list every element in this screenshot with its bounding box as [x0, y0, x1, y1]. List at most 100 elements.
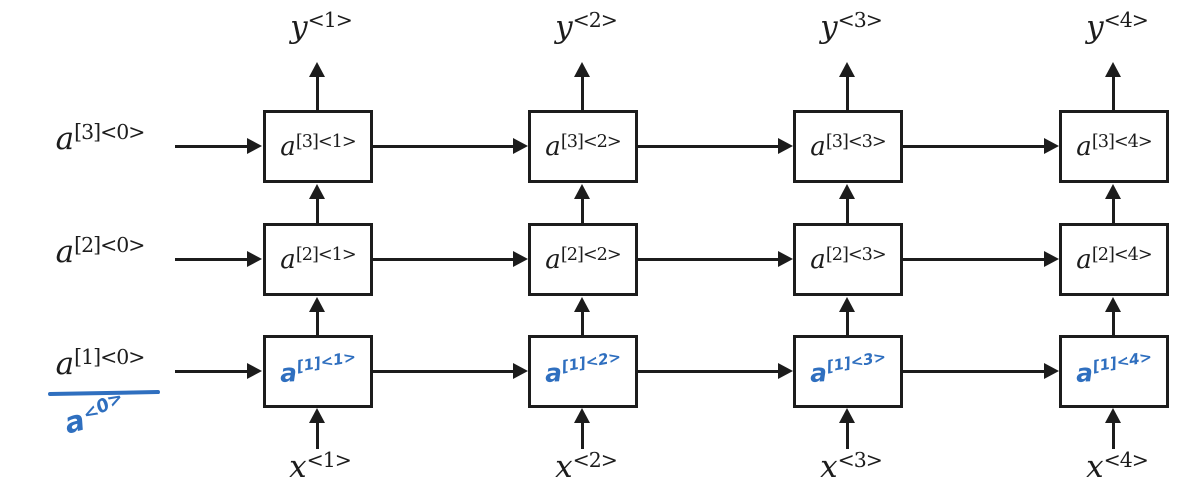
arrow-l1-t3-t4-head — [1044, 363, 1059, 379]
output-label-y2-sup: <2> — [572, 7, 618, 32]
input-label-x3-base: x — [820, 449, 838, 485]
arrow-l2-t3-t4-head — [1044, 251, 1059, 267]
cell-l2-t3-sup: [2]<3> — [825, 244, 887, 265]
cell-l3-t2-base: a — [545, 131, 561, 162]
output-label-y3: y<3> — [820, 9, 883, 45]
arrow-initial-l3-head — [247, 138, 262, 154]
cell-l1-t1-base: a — [278, 358, 298, 388]
arrow-t4-l1-l2-line — [1112, 310, 1115, 336]
arrow-l1-t1-t2-head — [513, 363, 528, 379]
cell-l1-t2-base: a — [543, 358, 563, 388]
arrow-l3-t1-t2-line — [371, 145, 514, 148]
cell-l3-t1-base: a — [280, 131, 296, 162]
cell-l2-t3-base: a — [810, 244, 826, 275]
arrow-l1-t1-t2-line — [371, 370, 514, 373]
arrow-l2-t1-t2-head — [513, 251, 528, 267]
arrow-t1-l1-l2-head — [309, 297, 325, 312]
cell-l3-t4-base: a — [1076, 131, 1092, 162]
initial-state-label-a2: a[2]<0> — [38, 235, 162, 268]
input-label-x3-sup: <3> — [837, 447, 883, 472]
cell-l1-t4-sup: [1]<4> — [1090, 347, 1153, 376]
arrow-t3-l2-l3-head — [839, 184, 855, 199]
initial-state-label-a1: a[1]<0> — [38, 346, 162, 382]
handwritten-annotation-a0: a<0> — [61, 387, 130, 441]
input-label-x2-base: x — [555, 449, 573, 485]
arrow-t2-l1-l2-line — [581, 310, 584, 336]
output-label-y1: y<1> — [290, 10, 353, 43]
arrow-t3-input-head — [839, 408, 855, 423]
initial-state-a3-base: a — [55, 121, 75, 157]
cell-l3-t4-sup: [3]<4> — [1091, 131, 1153, 152]
cell-l1-t4-base: a — [1074, 358, 1094, 388]
cell-l2-t4-base: a — [1076, 244, 1092, 275]
arrow-l2-t2-t3-line — [636, 258, 779, 261]
arrow-t1-output-line — [316, 75, 319, 111]
arrow-initial-l3-line — [175, 145, 249, 148]
arrow-t3-output-head — [839, 62, 855, 77]
arrow-initial-l2-head — [247, 251, 262, 267]
output-label-y4: y<4> — [1086, 10, 1149, 43]
arrow-t3-input-line — [846, 421, 849, 449]
rnn-cell-box-l3-t2: a[3]<2> — [528, 110, 638, 183]
arrow-t4-l2-l3-line — [1112, 197, 1115, 224]
cell-l3-t3-sup: [3]<3> — [825, 131, 887, 152]
rnn-cell-box-l2-t4: a[2]<4> — [1059, 223, 1169, 296]
cell-label-l2-t4: a[2]<4> — [1076, 244, 1153, 275]
arrow-t4-output-head — [1105, 62, 1121, 77]
cell-label-l3-t1: a[3]<1> — [280, 131, 357, 162]
output-label-y1-sup: <1> — [307, 7, 353, 32]
arrow-l2-t3-t4-line — [901, 258, 1045, 261]
arrow-l3-t3-t4-line — [901, 145, 1045, 148]
initial-state-a1-sup: [1]<0> — [74, 344, 145, 369]
cell-l2-t1-base: a — [280, 244, 296, 275]
cell-label-l3-t3: a[3]<3> — [810, 131, 887, 162]
arrow-t3-l1-l2-line — [846, 310, 849, 336]
arrow-initial-l1-head — [247, 363, 262, 379]
cell-l1-t2-sup: [1]<2> — [559, 347, 622, 376]
arrow-t2-input-line — [581, 421, 584, 449]
arrow-l1-t2-t3-head — [778, 363, 793, 379]
cell-l1-t3-sup: [1]<3> — [824, 347, 887, 376]
arrow-t4-l2-l3-head — [1105, 184, 1121, 199]
output-label-y3-base: y — [820, 9, 838, 45]
cell-l2-t1-sup: [2]<1> — [295, 244, 357, 265]
cell-label-l1-t1-handwritten: a[1]<1> — [278, 348, 357, 388]
rnn-cell-box-l1-t1: a[1]<1> — [263, 335, 373, 408]
cell-label-l2-t1: a[2]<1> — [280, 244, 357, 275]
arrow-l3-t1-t2-head — [513, 138, 528, 154]
cell-l1-t1-sup: [1]<1> — [294, 347, 357, 376]
rnn-cell-box-l1-t4: a[1]<4> — [1059, 335, 1169, 408]
output-label-y3-sup: <3> — [837, 7, 883, 32]
initial-state-a3-sup: [3]<0> — [74, 119, 145, 144]
arrow-t4-input-line — [1112, 421, 1115, 449]
input-label-x1-sup: <1> — [306, 447, 352, 472]
arrow-l2-t2-t3-head — [778, 251, 793, 267]
input-label-x4: x<4> — [1086, 450, 1149, 483]
cell-label-l3-t4: a[3]<4> — [1076, 131, 1153, 162]
cell-l2-t4-sup: [2]<4> — [1091, 244, 1153, 265]
cell-l3-t3-base: a — [810, 131, 826, 162]
input-label-x2: x<2> — [555, 449, 618, 485]
arrow-t1-input-line — [316, 421, 319, 449]
rnn-cell-box-l3-t3: a[3]<3> — [793, 110, 903, 183]
input-label-x1-base: x — [289, 449, 307, 485]
arrow-t3-l2-l3-line — [846, 197, 849, 224]
initial-state-a2-sup: [2]<0> — [74, 232, 145, 257]
arrow-t1-l2-l3-line — [316, 197, 319, 224]
cell-l3-t1-sup: [3]<1> — [295, 131, 357, 152]
arrow-t1-output-head — [309, 62, 325, 77]
cell-l3-t2-sup: [3]<2> — [560, 131, 622, 152]
output-label-y2: y<2> — [555, 10, 618, 43]
arrow-t3-output-line — [846, 75, 849, 111]
cell-label-l1-t4-handwritten: a[1]<4> — [1074, 348, 1153, 388]
arrow-t1-l1-l2-line — [316, 310, 319, 336]
initial-state-a1-base: a — [55, 346, 75, 382]
arrow-l3-t3-t4-head — [1044, 138, 1059, 154]
rnn-cell-box-l1-t2: a[1]<2> — [528, 335, 638, 408]
arrow-t2-l2-l3-head — [574, 184, 590, 199]
arrow-t2-output-head — [574, 62, 590, 77]
arrow-t4-l1-l2-head — [1105, 297, 1121, 312]
input-label-x4-sup: <4> — [1103, 447, 1149, 472]
arrow-t2-l1-l2-head — [574, 297, 590, 312]
